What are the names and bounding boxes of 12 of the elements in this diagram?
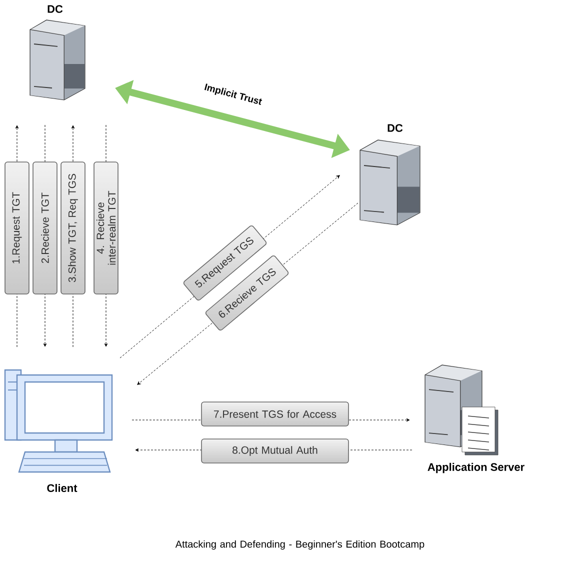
heading: DC — [388, 124, 403, 132]
edge-label: 7.Present TGS for Access — [201, 402, 349, 426]
edge-label: 1.Request TGT — [4, 162, 30, 294]
edge-label: 2.Recieve TGT — [32, 162, 58, 294]
heading: Application Server — [428, 462, 524, 474]
edge-label: 4. Recieve inter-realm TGT — [94, 162, 118, 294]
edge-label: 8.Opt Mutual Auth — [201, 438, 349, 464]
caption: Attacking and Defending - Beginner's Edition Bootcamp — [175, 540, 424, 550]
heading: Client — [47, 484, 78, 492]
heading: DC — [48, 5, 63, 13]
edge-label: 3.Show TGT, Req TGS — [60, 162, 86, 294]
edge-label: Implicit Trust — [204, 84, 262, 105]
